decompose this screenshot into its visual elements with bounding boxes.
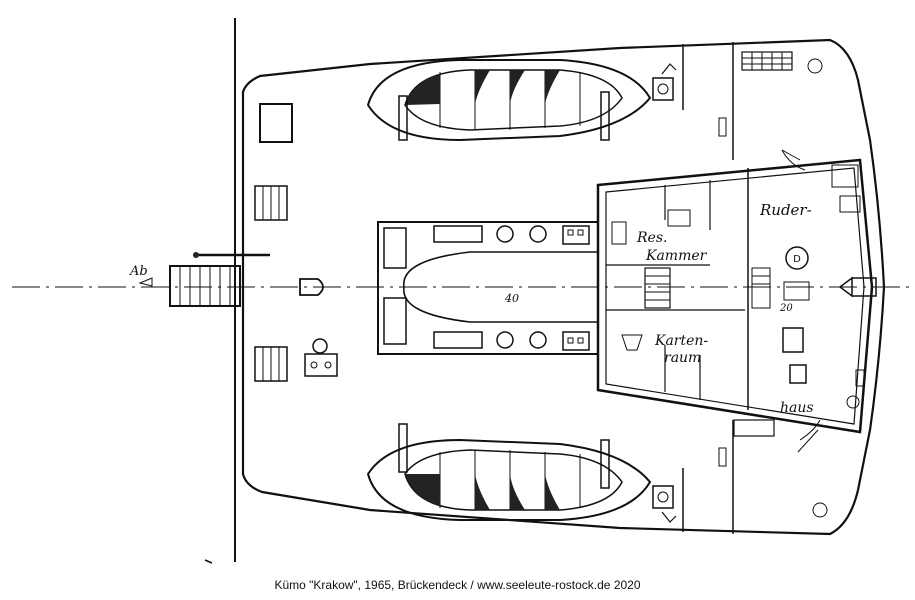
label-kammer: Kammer [645,248,708,264]
wheelhouse [596,149,877,453]
hull-outline [241,38,886,536]
casing [377,221,599,355]
caption: Kümo "Krakow", 1965, Brückendeck / www.s… [274,578,641,592]
vent-grate-upper [254,185,288,221]
grating-fore-upper [741,51,823,74]
label-haus: haus [780,400,814,416]
deck-winch [304,338,338,377]
lifeboat-lower [366,423,652,521]
label-karten: Karten- [654,333,708,349]
winch-lower [652,485,677,523]
hatch-upper [259,103,293,143]
label-ruder: Ruder- [759,201,812,219]
grating-fore-lower [733,419,828,518]
vent-grate-lower [254,346,288,382]
label-raum: raum [664,350,701,366]
winch-upper [652,63,677,101]
label-ab: Ab [129,264,148,279]
mast-lamp [299,278,324,296]
accommodation-ladder [138,252,270,307]
bridge-deck-plan: Ab Res. Kammer Karten- raum Ruder- haus … [12,18,912,564]
stern-mark [204,559,213,564]
label-dim-20: 20 [779,303,793,314]
lifeboat-upper [366,59,652,142]
label-dim-40: 40 [504,292,519,305]
label-compass: D [793,254,801,265]
label-res: Res. [636,230,667,246]
